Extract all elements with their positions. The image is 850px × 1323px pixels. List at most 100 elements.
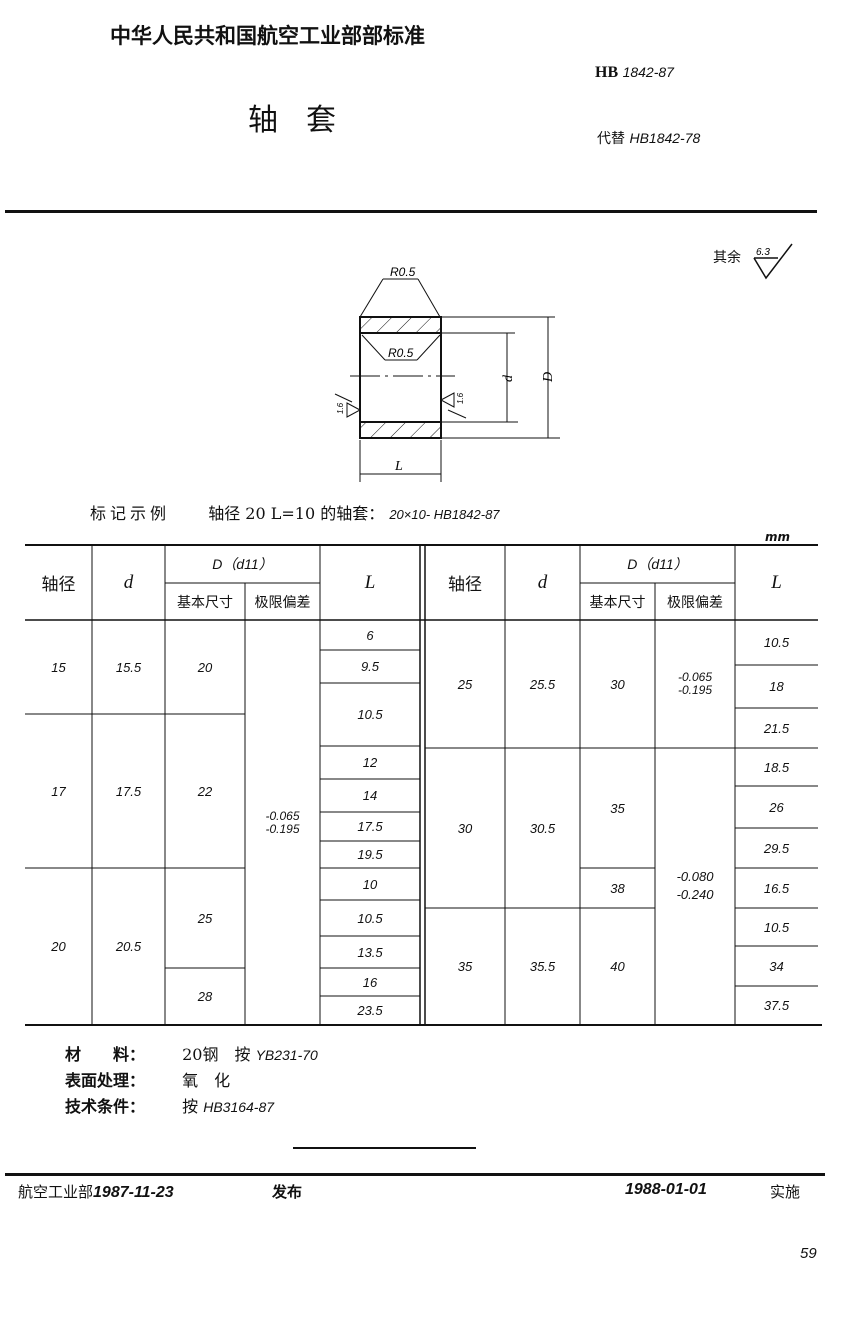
- L-cell: 10.5: [763, 919, 790, 935]
- surface-label: 表面处理：: [65, 1071, 146, 1090]
- shaft-dia-cell: 35: [457, 959, 473, 974]
- replaces-code: HB1842-78: [629, 130, 701, 146]
- limit-deviation-cell: -0.065 -0.195: [245, 620, 320, 1025]
- svg-text:R0.5: R0.5: [390, 265, 416, 279]
- L-cell: 37.5: [763, 998, 790, 1013]
- D-basic-cell: 40: [610, 959, 625, 974]
- issuer-info: 航空工业部1987-11-23: [18, 1181, 174, 1202]
- marking-example-label: 标记示例: [90, 504, 171, 523]
- L-cell: 13.5: [357, 944, 383, 960]
- organization-title: 中华人民共和国航空工业部部标准: [110, 24, 425, 48]
- deviation-lower: -0.195: [677, 683, 713, 697]
- material-label: 材 料：: [65, 1045, 146, 1064]
- svg-text:R0.5: R0.5: [388, 346, 414, 360]
- L-cell: 18: [769, 679, 784, 694]
- D-basic-cell: 35: [610, 800, 625, 816]
- issue-date: 1987-11-23: [93, 1184, 174, 1201]
- L-cell: 10.5: [357, 910, 383, 926]
- marking-example-code: 20×10- HB1842-87: [389, 507, 500, 522]
- d-cell: 30.5: [529, 820, 556, 836]
- d-cell: 15.5: [115, 659, 142, 675]
- bushing-drawing: R0.5 R0.5 d D L 1.6 1.6: [334, 265, 560, 482]
- marking-example-text: 轴径 20 L=10 的轴套：: [208, 504, 385, 523]
- tech-label: 技术条件：: [65, 1097, 146, 1116]
- D-basic-cell: 30: [610, 676, 625, 692]
- svg-text:1.6: 1.6: [336, 402, 345, 414]
- L-cell: 9.5: [360, 659, 380, 674]
- D-basic-cell: 22: [197, 783, 213, 799]
- material-note: 材 料： 20钢 按 YB231-70: [65, 1042, 318, 1068]
- material-value: 20钢 按: [182, 1045, 251, 1064]
- technical-notes: 材 料： 20钢 按 YB231-70 表面处理： 氧 化 技术条件： 按 HB…: [65, 1042, 318, 1120]
- surface-note: 表面处理： 氧 化: [65, 1068, 318, 1094]
- shaft-dia-cell: 15: [51, 659, 66, 675]
- effective-date: 1988-01-01: [625, 1181, 707, 1198]
- shaft-dia-cell: 20: [51, 939, 66, 954]
- roughness-symbol-icon: 6.3: [753, 243, 793, 280]
- tech-condition-note: 技术条件： 按 HB3164-87: [65, 1094, 318, 1120]
- header-limit-dev: 极限偏差: [667, 594, 723, 611]
- material-standard: YB231-70: [255, 1047, 318, 1063]
- header-limit-dev: 极限偏差: [254, 594, 311, 611]
- standard-prefix: HB: [595, 64, 619, 81]
- svg-text:L: L: [394, 459, 403, 474]
- roughness-rest: 其余: [713, 247, 741, 267]
- header-shaft-dia: 轴径: [448, 575, 482, 595]
- deviation-upper: -0.065: [677, 670, 713, 684]
- L-cell: 16.5: [763, 880, 790, 896]
- L-cell: 10: [362, 876, 378, 892]
- standard-code: 1842-87: [622, 64, 674, 80]
- L-cell: 26: [769, 799, 784, 815]
- header-divider: [5, 210, 817, 213]
- L-cell: 10.5: [763, 635, 790, 650]
- header-basic-size: 基本尺寸: [589, 594, 646, 611]
- D-basic-cell: 28: [197, 989, 213, 1004]
- replaces-standard: 代替 HB1842-78: [597, 128, 700, 148]
- header-basic-size: 基本尺寸: [177, 594, 233, 611]
- tech-value: 按: [182, 1097, 199, 1116]
- header-d: d: [537, 571, 548, 593]
- svg-text:1.6: 1.6: [456, 392, 465, 404]
- deviation-lower: -0.240: [676, 887, 714, 902]
- document-title: 轴套: [248, 103, 364, 138]
- L-cell: 12: [362, 755, 378, 770]
- L-cell: 19.5: [357, 847, 383, 862]
- d-cell: 25.5: [529, 676, 556, 692]
- shaft-dia-cell: 30: [457, 820, 473, 836]
- tech-standard: HB3164-87: [203, 1099, 275, 1115]
- d-cell: 17.5: [115, 783, 142, 799]
- L-cell: 17.5: [357, 819, 383, 834]
- deviation-lower: -0.195: [265, 821, 300, 836]
- L-cell: 6: [366, 627, 374, 643]
- effective-label: 实施: [770, 1183, 801, 1201]
- L-cell: 23.5: [357, 1003, 383, 1018]
- d-cell: 20.5: [115, 939, 142, 954]
- roughness-rest-label: 其余: [713, 250, 741, 266]
- L-cell: 21.5: [763, 720, 790, 736]
- header-L: L: [771, 571, 782, 593]
- svg-text:D: D: [541, 372, 556, 383]
- shaft-dia-cell: 25: [457, 676, 473, 692]
- standard-number: HB 1842-87: [595, 64, 674, 82]
- L-cell: 16: [362, 974, 378, 990]
- footer-divider: [5, 1173, 825, 1176]
- end-rule: [293, 1147, 476, 1149]
- issuer: 航空工业部: [18, 1183, 94, 1201]
- header-D-group: D（d11）: [627, 556, 688, 572]
- issue-label: 发布: [272, 1183, 303, 1201]
- roughness-rest-value: 6.3: [756, 247, 770, 258]
- limit-deviation-cell: -0.065 -0.195: [655, 620, 735, 748]
- D-basic-cell: 20: [197, 659, 213, 675]
- shaft-dia-cell: 17: [51, 783, 66, 799]
- marking-example: 标记示例 轴径 20 L=10 的轴套： 20×10- HB1842-87: [90, 500, 500, 524]
- L-cell: 29.5: [763, 840, 790, 856]
- limit-deviation-cell: -0.080 -0.240: [655, 748, 735, 1025]
- D-basic-cell: 25: [197, 910, 213, 926]
- header-d: d: [123, 571, 134, 593]
- page-number: 59: [800, 1245, 817, 1262]
- D-basic-cell: 38: [610, 880, 625, 896]
- L-cell: 34: [769, 958, 784, 974]
- header-D-group: D（d11）: [212, 556, 273, 572]
- d-cell: 35.5: [529, 959, 556, 974]
